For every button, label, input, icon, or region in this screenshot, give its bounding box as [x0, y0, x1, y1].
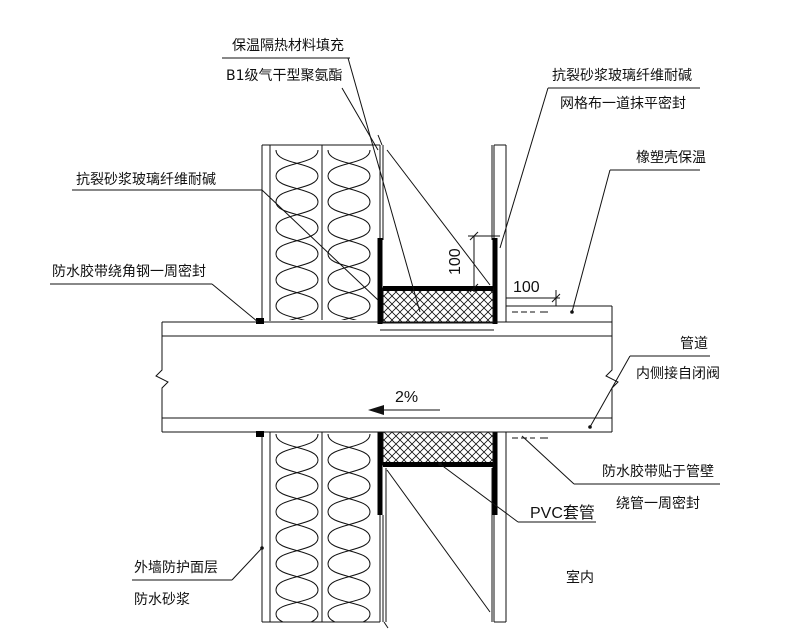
- slope-arrow: [368, 405, 440, 415]
- label-closed-valve: 内侧接自闭阀: [636, 365, 720, 382]
- rubber-insulation-bottom: [382, 431, 494, 467]
- label-pipe: 管道: [680, 336, 708, 352]
- label-tape-pipe-2: 绕管一周密封: [616, 495, 700, 512]
- label-mesh-top-2: 网格布一道抹平密封: [560, 95, 686, 112]
- dimension-vertical: [468, 231, 500, 293]
- insulation-lower: [275, 432, 371, 622]
- wall-upper: [261, 144, 507, 321]
- dimension-horizontal: [506, 290, 561, 306]
- slope-label: 2%: [395, 389, 418, 406]
- dim-horizontal-label: 100: [513, 279, 540, 296]
- label-outer-layer-2: 防水砂浆: [134, 592, 190, 608]
- label-tape-pipe-1: 防水胶带贴于管壁: [602, 463, 714, 480]
- sleeve-void-diagonals: [386, 149, 491, 613]
- pvc-sleeve: [377, 134, 498, 629]
- label-mesh-left: 抗裂砂浆玻璃纤维耐碱: [76, 171, 216, 188]
- rubber-insulation-top: [382, 286, 494, 324]
- label-tape-angle: 防水胶带绕角钢一周密封: [52, 263, 206, 280]
- label-mesh-top-1: 抗裂砂浆玻璃纤维耐碱: [552, 67, 692, 84]
- label-pvc-sleeve: PVC套管: [530, 504, 595, 522]
- insulation-upper: [275, 145, 371, 320]
- dim-vertical-label: 100: [447, 248, 464, 275]
- label-polyurethane: B1级气干型聚氨酯: [226, 68, 343, 84]
- label-indoor: 室内: [566, 569, 594, 586]
- leader-lines: [50, 57, 720, 581]
- pipe: [155, 306, 619, 433]
- label-insulation-fill: 保温隔热材料填充: [232, 38, 344, 54]
- indoor-seal: [256, 300, 612, 445]
- label-rubber-insulation: 橡塑壳保温: [636, 149, 706, 166]
- label-outer-layer-1: 外墙防护面层: [134, 560, 218, 576]
